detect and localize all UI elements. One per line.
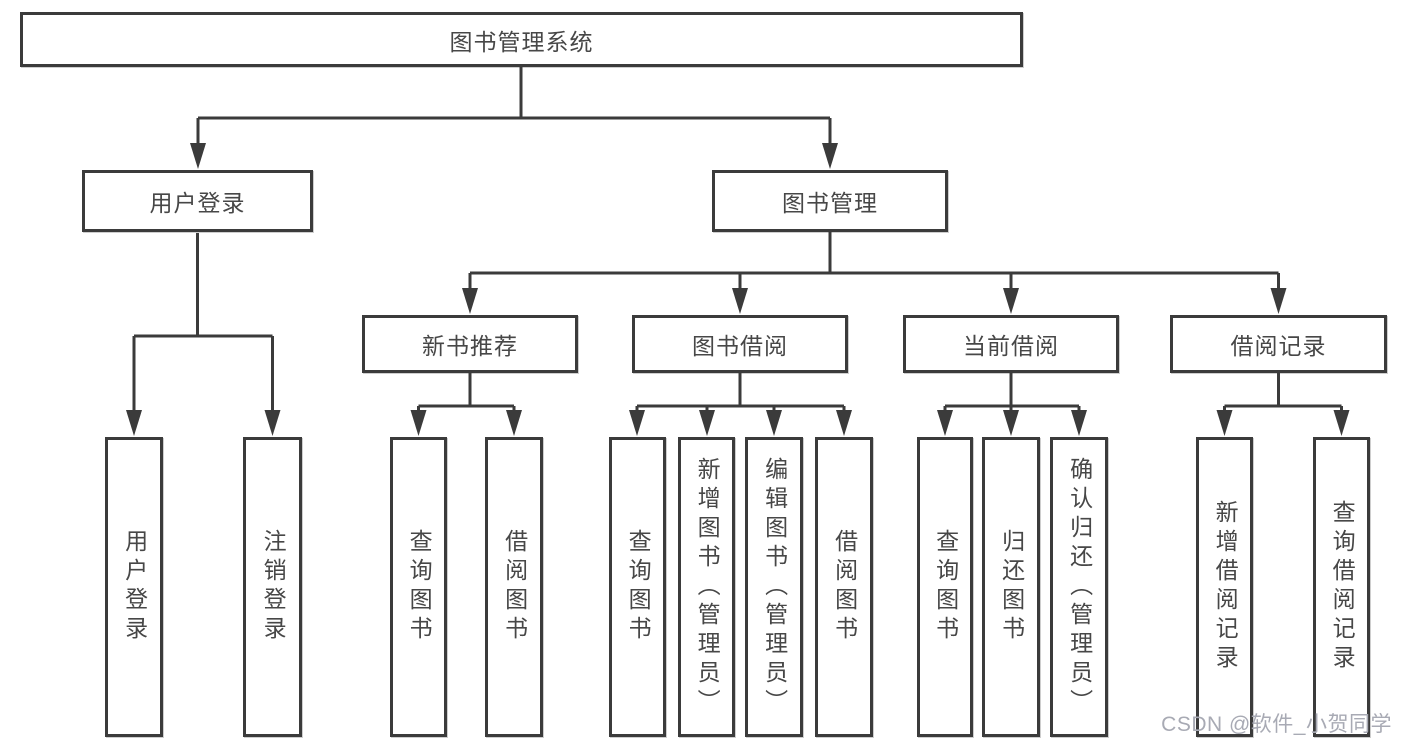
node-current-borrow: 当前借阅 — [903, 315, 1119, 373]
leaf-query-books-recommend: 查询图书 — [390, 437, 447, 737]
leaf-return-books-label: 归还图书 — [998, 529, 1025, 645]
leaf-query-books-borrow: 查询图书 — [609, 437, 666, 737]
leaf-query-borrow-record-label: 查询借阅记录 — [1329, 500, 1356, 674]
leaf-add-borrow-record-label: 新增借阅记录 — [1212, 500, 1239, 674]
leaf-logout: 注销登录 — [243, 437, 302, 737]
leaf-confirm-return-admin-label: 确认归还（管理员） — [1066, 456, 1093, 718]
leaf-query-books-current-label: 查询图书 — [932, 529, 959, 645]
leaf-add-books-admin-label: 新增图书（管理员） — [694, 456, 721, 718]
node-user-login: 用户登录 — [82, 170, 313, 232]
leaf-add-books-admin: 新增图书（管理员） — [678, 437, 735, 737]
watermark: CSDN @软件_小贺同学 — [1161, 713, 1392, 736]
leaf-add-borrow-record: 新增借阅记录 — [1196, 437, 1253, 737]
leaf-borrow-books: 借阅图书 — [815, 437, 873, 737]
leaf-logout-label: 注销登录 — [260, 529, 287, 645]
leaf-user-login: 用户登录 — [105, 437, 163, 737]
leaf-confirm-return-admin: 确认归还（管理员） — [1050, 437, 1108, 737]
node-book-borrow: 图书借阅 — [632, 315, 848, 373]
leaf-return-books: 归还图书 — [982, 437, 1040, 737]
leaf-borrow-books-label: 借阅图书 — [831, 529, 858, 645]
node-borrow-records: 借阅记录 — [1170, 315, 1387, 373]
leaf-borrow-books-recommend: 借阅图书 — [485, 437, 543, 737]
node-book-management: 图书管理 — [712, 170, 948, 232]
leaf-query-books-current: 查询图书 — [917, 437, 973, 737]
leaf-user-login-label: 用户登录 — [121, 529, 148, 645]
leaf-query-books-borrow-label: 查询图书 — [625, 529, 652, 645]
leaf-query-books-recommend-label: 查询图书 — [406, 529, 433, 645]
leaf-borrow-books-recommend-label: 借阅图书 — [501, 529, 528, 645]
node-new-book-recommend: 新书推荐 — [362, 315, 578, 373]
leaf-edit-books-admin: 编辑图书（管理员） — [745, 437, 803, 737]
leaf-edit-books-admin-label: 编辑图书（管理员） — [761, 456, 788, 718]
node-root: 图书管理系统 — [20, 12, 1023, 67]
leaf-query-borrow-record: 查询借阅记录 — [1313, 437, 1370, 737]
